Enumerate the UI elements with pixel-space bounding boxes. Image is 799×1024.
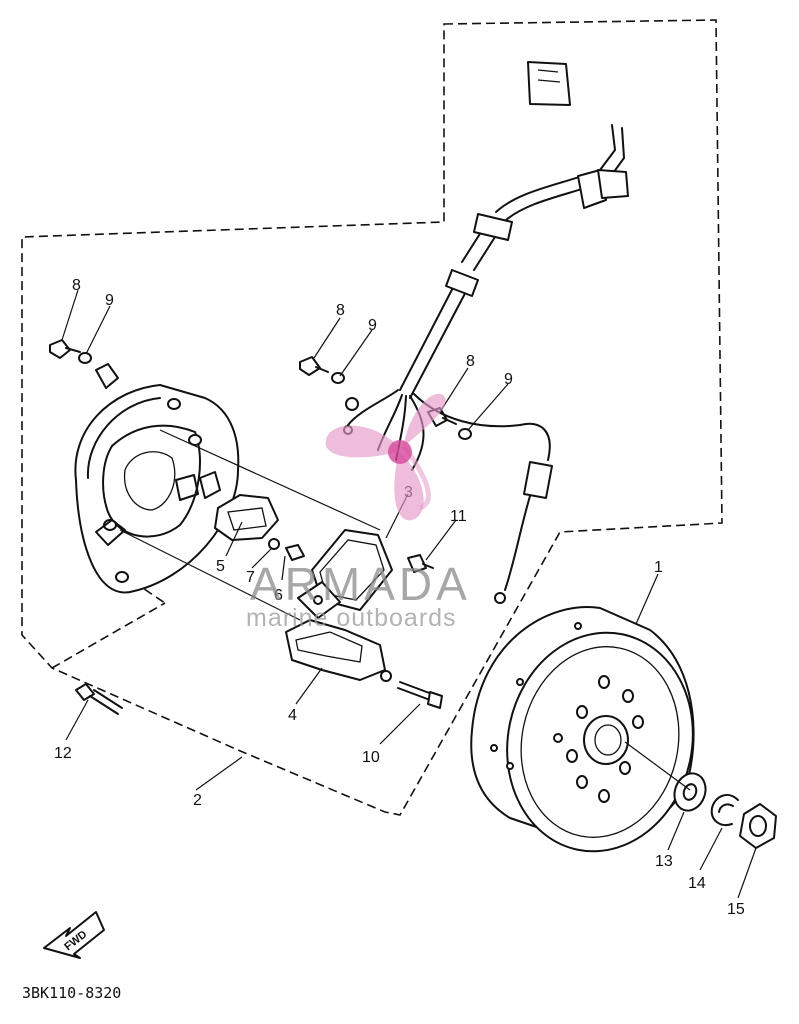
callout-10: 10 <box>362 749 380 766</box>
callout-12: 12 <box>54 745 72 762</box>
callout-9-left: 9 <box>105 292 114 309</box>
callout-15: 15 <box>727 901 745 918</box>
screw-10 <box>380 670 443 709</box>
callout-8-right: 8 <box>466 353 475 370</box>
pickup-coil-5 <box>214 494 279 541</box>
callout-8-left: 8 <box>72 277 81 294</box>
assembly-dashed-outline <box>21 19 723 816</box>
fwd-arrow-icon: FWD <box>43 911 105 959</box>
screw-right <box>427 407 472 440</box>
screw-12 <box>75 683 123 715</box>
screw-11 <box>407 554 434 573</box>
callout-13: 13 <box>655 853 673 870</box>
screw-left <box>49 339 119 389</box>
callout-14: 14 <box>688 875 706 892</box>
flywheel-rotor <box>470 606 695 853</box>
callout-1: 1 <box>654 559 663 576</box>
circlip-14 <box>710 793 739 826</box>
callout-7: 7 <box>246 569 255 586</box>
part-code: 3BK110-8320 <box>22 984 121 1002</box>
screw-6-7 <box>268 538 305 561</box>
wiring-harness <box>343 61 629 604</box>
callout-5: 5 <box>216 558 225 575</box>
screw-middle <box>299 356 359 411</box>
callout-2: 2 <box>193 792 202 809</box>
callout-labels: 1 2 3 4 5 6 7 8 8 8 9 9 9 10 11 12 13 14… <box>54 277 745 918</box>
stator-plate <box>74 384 240 594</box>
watermark-brand: ARMADA <box>250 558 471 610</box>
callout-4: 4 <box>288 707 297 724</box>
callout-6: 6 <box>274 587 283 604</box>
source-coil-3 <box>297 529 393 619</box>
callout-8-middle: 8 <box>336 302 345 319</box>
callout-9-right: 9 <box>504 371 513 388</box>
callout-11: 11 <box>450 508 467 525</box>
watermark-tagline: marine outboards <box>246 604 457 632</box>
nut-15 <box>739 803 777 849</box>
pickup-coil-4 <box>285 619 386 681</box>
propeller-logo-icon <box>325 393 446 521</box>
armada-watermark: ARMADA marine outboards <box>246 393 471 632</box>
callout-9-middle: 9 <box>368 317 377 334</box>
